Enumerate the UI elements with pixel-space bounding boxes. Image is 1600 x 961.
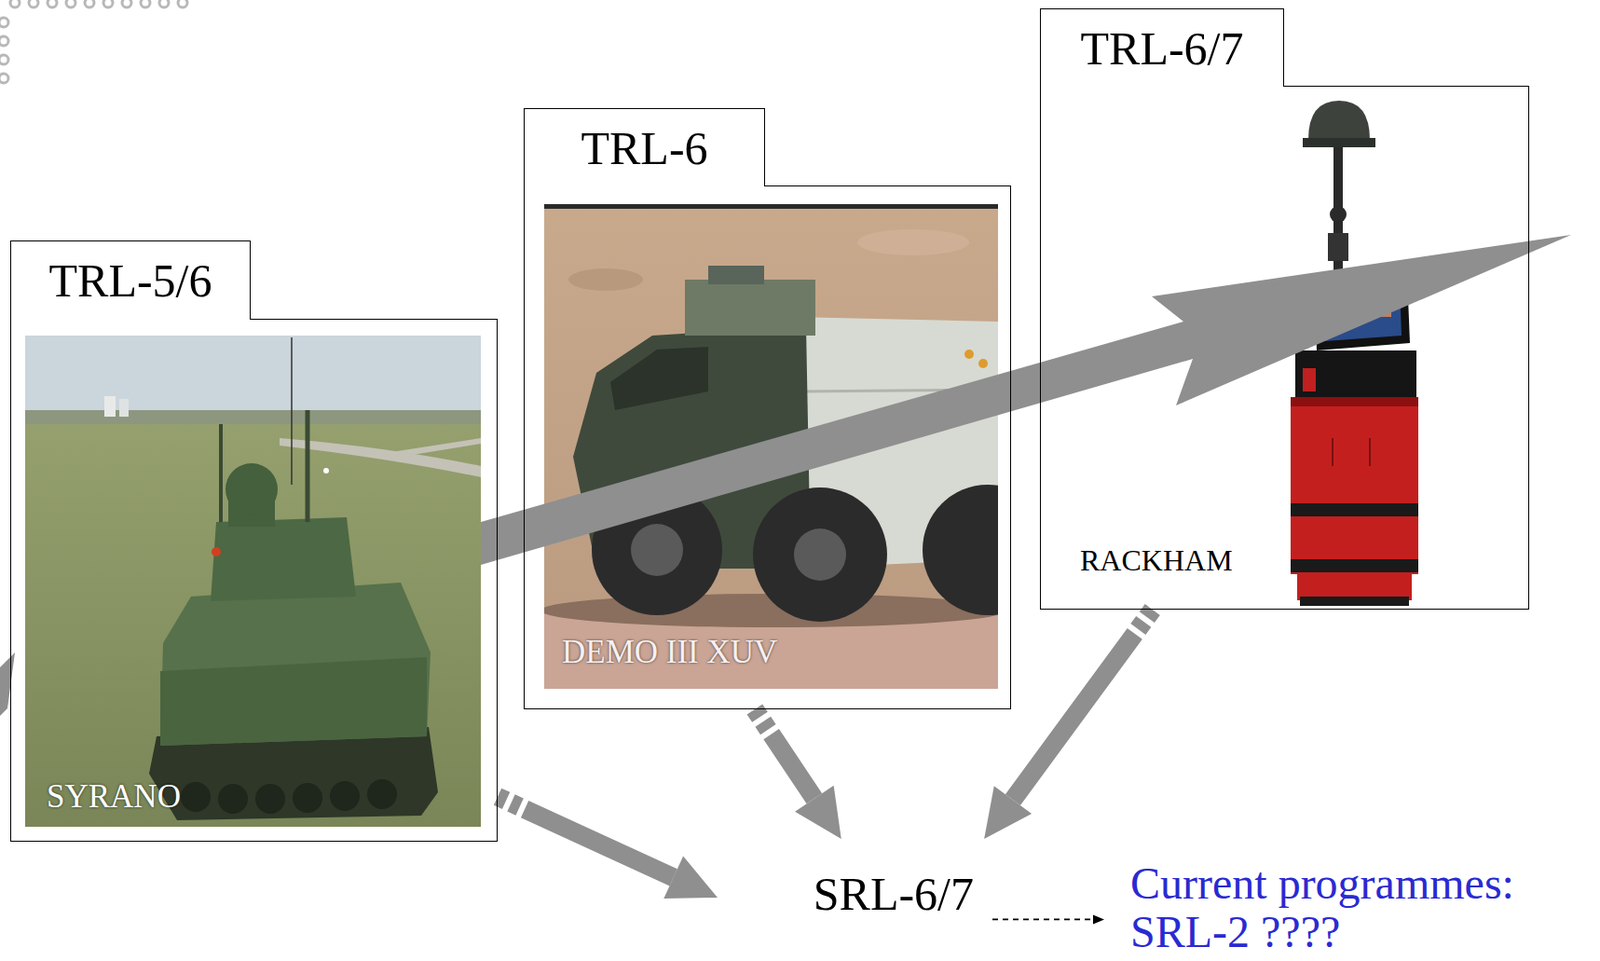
trl-label: TRL-6/7 — [1080, 22, 1245, 75]
antenna — [218, 423, 223, 522]
bracket — [1327, 232, 1349, 261]
building — [104, 396, 116, 417]
ground-patch — [857, 229, 970, 256]
lamp — [323, 467, 329, 474]
dot — [47, 0, 57, 8]
dot — [66, 0, 76, 8]
top-edge — [544, 204, 999, 209]
dot — [140, 0, 151, 8]
tab-frame: TRL-6/7 — [1039, 8, 1285, 87]
robot-top — [1295, 350, 1417, 397]
note-node: Current programmes: SRL-2 ???? — [1104, 859, 1541, 958]
wheel — [367, 779, 397, 809]
system-name: SYRANO — [46, 778, 181, 815]
dot — [159, 0, 169, 8]
rackham-robot — [1290, 100, 1419, 606]
lamp — [964, 349, 974, 359]
dot — [0, 36, 9, 46]
sensor — [708, 265, 765, 285]
road — [391, 437, 481, 457]
dome-rim — [1302, 137, 1376, 148]
corner-dots — [0, 0, 188, 83]
trl-label: TRL-5/6 — [49, 254, 213, 307]
connector-shaft — [754, 709, 815, 799]
wheel — [329, 780, 360, 811]
antenna — [290, 337, 293, 485]
robot-base — [1297, 572, 1412, 601]
tank-dome — [225, 463, 278, 516]
wheel — [255, 783, 286, 814]
photo-box: TRL-6DEMO III XUV — [523, 185, 1012, 710]
window — [610, 346, 709, 411]
arrow-fragment — [0, 652, 15, 716]
lamp — [978, 358, 988, 369]
hub — [793, 528, 847, 581]
programme-note: Current programmes: SRL-2 ???? — [1130, 859, 1541, 957]
ground-patch — [568, 268, 643, 291]
photo-box: TRL-6/7RACKHAM — [1039, 85, 1530, 610]
progress-connector — [984, 609, 1153, 839]
wheel — [180, 781, 211, 812]
wheel — [752, 487, 888, 622]
tank-turret — [210, 517, 356, 602]
robot-dome — [1308, 100, 1370, 140]
wheel — [292, 782, 323, 813]
level-node: SRL-6/7 — [717, 838, 993, 951]
joint — [1329, 205, 1347, 223]
system-name: RACKHAM — [1080, 543, 1233, 577]
robot-part — [1302, 368, 1316, 392]
ring — [1290, 503, 1419, 517]
dashed-connector — [992, 914, 1105, 924]
tab-frame: TRL-5/6 — [10, 240, 251, 320]
dot — [0, 17, 9, 28]
lamp — [211, 547, 221, 557]
caption-holder: DEMO III XUV — [561, 633, 778, 671]
dot — [0, 73, 9, 83]
system-name: DEMO III XUV — [561, 633, 778, 671]
caption-holder: RACKHAM — [1080, 543, 1233, 578]
progress-connector — [754, 709, 842, 839]
connector-shaft — [992, 918, 1094, 921]
robot-foot — [1299, 596, 1409, 606]
dot — [0, 54, 9, 65]
connector-shaft — [497, 796, 674, 878]
syrano-photo — [25, 335, 481, 827]
hub — [630, 523, 684, 576]
robot-body — [1290, 396, 1419, 575]
dot — [28, 0, 39, 8]
srl-label: SRL-6/7 — [813, 867, 974, 922]
dot — [84, 0, 95, 8]
tank-front — [160, 656, 427, 746]
field — [25, 423, 481, 827]
sensor-mast — [684, 279, 816, 336]
band — [1290, 396, 1419, 407]
dot — [122, 0, 132, 8]
progress-arrow — [480, 234, 1572, 565]
wheel — [218, 783, 248, 814]
dot — [177, 0, 188, 8]
dot — [103, 0, 113, 8]
vent — [1368, 437, 1371, 466]
arrowhead — [1093, 914, 1105, 924]
building — [119, 398, 129, 417]
tank-hull — [160, 582, 431, 746]
photo-box: TRL-5/6SYRANO — [10, 318, 498, 842]
trl-label: TRL-6 — [580, 122, 708, 175]
progress-connector — [497, 796, 718, 899]
antenna — [305, 410, 311, 522]
ring — [1290, 559, 1419, 573]
dot — [10, 0, 20, 8]
connector-shaft — [1012, 609, 1153, 800]
wheel — [922, 484, 999, 616]
vent — [1331, 437, 1334, 466]
tab-frame: TRL-6 — [523, 108, 766, 187]
caption-holder: SYRANO — [46, 778, 181, 816]
